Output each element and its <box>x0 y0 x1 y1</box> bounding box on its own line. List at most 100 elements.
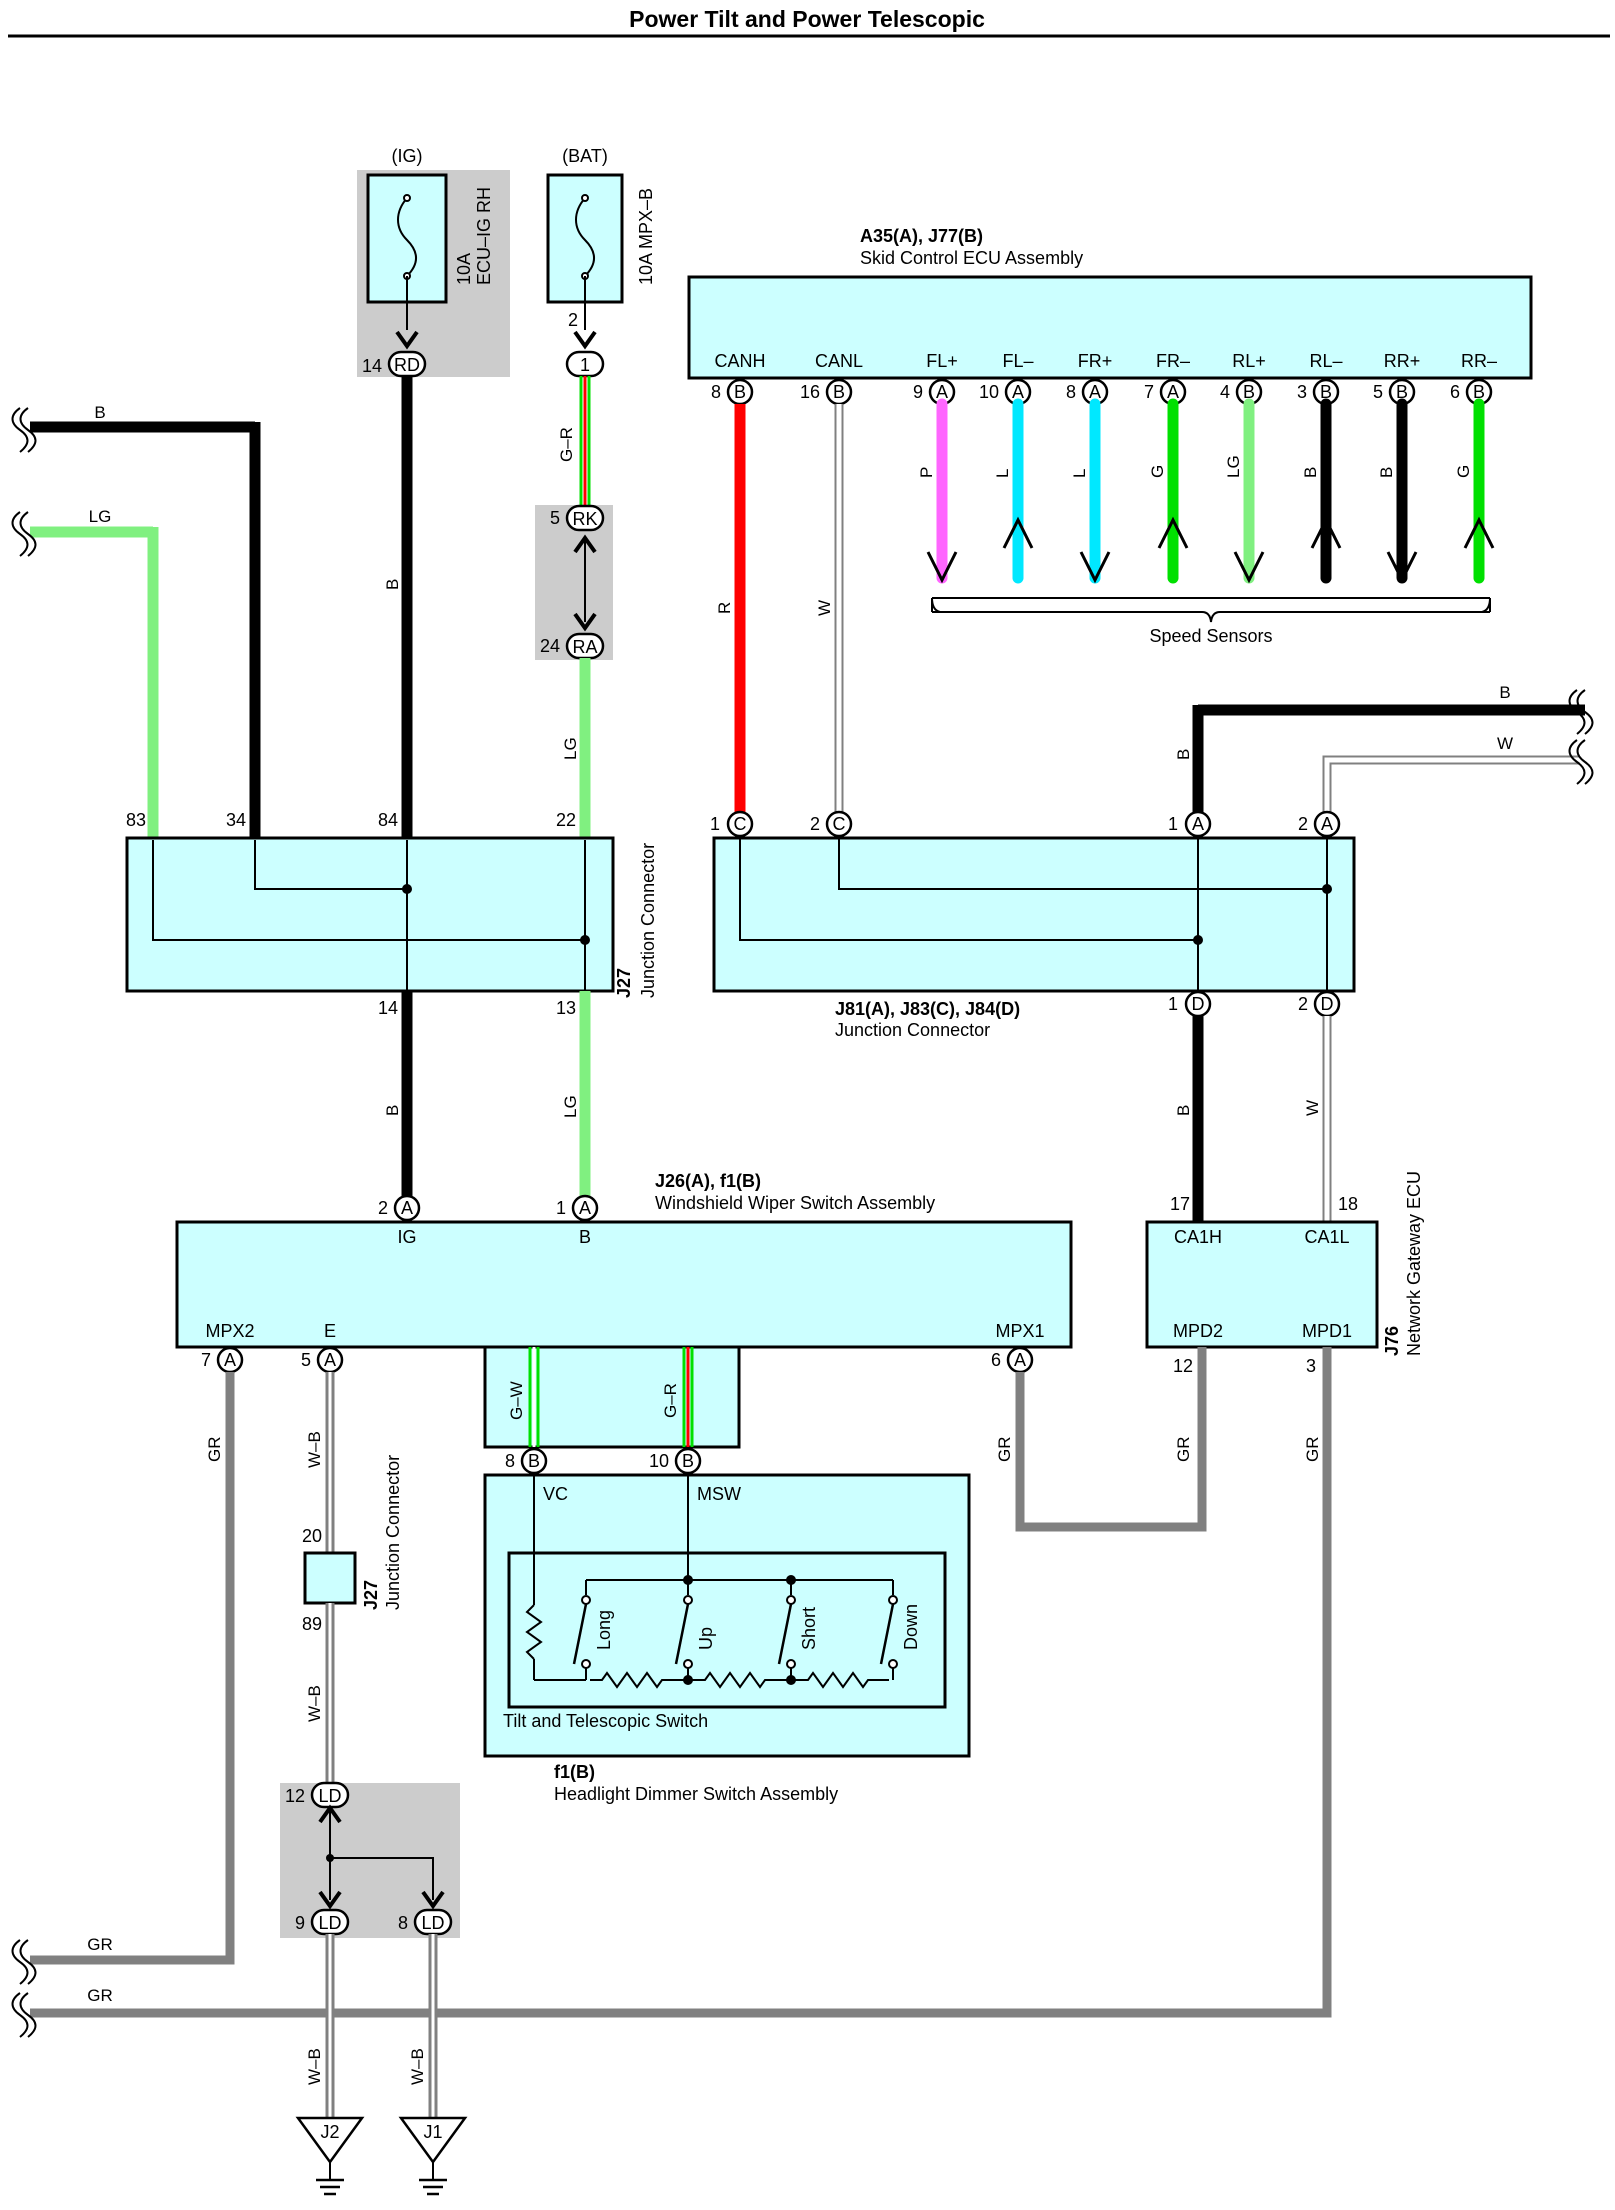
svg-text:D: D <box>1321 994 1334 1014</box>
wiper-name: Windshield Wiper Switch Assembly <box>655 1193 935 1213</box>
skid-terminal-5: FR– <box>1156 351 1190 371</box>
fuse-bat-name: 10A MPX–B <box>636 188 656 285</box>
skid-terminal-4: FR+ <box>1078 351 1113 371</box>
svg-text:W–B: W–B <box>305 1431 324 1468</box>
svg-text:3: 3 <box>1306 1356 1316 1376</box>
speed-arrow-9 <box>1463 516 1495 549</box>
svg-text:12: 12 <box>1173 1356 1193 1376</box>
fuse-ig-name: ECU–IG RH <box>474 187 494 285</box>
skid-terminal-7: RL– <box>1309 351 1342 371</box>
switch-position-3: Down <box>901 1604 921 1650</box>
skid-terminal-3: FL– <box>1002 351 1033 371</box>
wire-j27-lg-label: LG <box>561 1095 580 1118</box>
wire-lg-in-label: LG <box>89 507 112 526</box>
j81-a1 <box>1184 810 1212 838</box>
j27-name: Junction Connector <box>638 843 658 998</box>
j27-code: J27 <box>614 968 634 998</box>
skid-connector-label-8: B <box>1396 382 1408 402</box>
svg-text:GR: GR <box>87 1986 113 2005</box>
skid-control-ecu <box>687 275 1533 380</box>
skid-terminal-2: FL+ <box>926 351 958 371</box>
j27-junction-connector <box>125 836 615 993</box>
wire-gr-mpx2 <box>30 1372 235 1965</box>
svg-text:C: C <box>734 814 747 834</box>
svg-text:1: 1 <box>556 1198 566 1218</box>
svg-text:6: 6 <box>991 1350 1001 1370</box>
wire-gr-mpx1 <box>1015 1347 1207 1532</box>
pin-ra: 24 <box>540 636 560 656</box>
svg-text:2: 2 <box>1298 814 1308 834</box>
skid-pin-3: 10 <box>979 382 999 402</box>
switch-position-0: Long <box>594 1610 614 1650</box>
svg-text:10: 10 <box>649 1451 669 1471</box>
skid-connector-label-3: A <box>1012 382 1024 402</box>
j27-junction-connector-small <box>303 1551 357 1605</box>
svg-text:9: 9 <box>295 1913 305 1933</box>
svg-text:8: 8 <box>398 1913 408 1933</box>
svg-text:A: A <box>579 1198 591 1218</box>
fuse-symbol-ig <box>397 197 417 277</box>
svg-text:IG: IG <box>397 1227 416 1247</box>
svg-text:LD: LD <box>318 1786 341 1806</box>
svg-text:A: A <box>224 1350 236 1370</box>
svg-text:B: B <box>528 1451 540 1471</box>
svg-text:VC: VC <box>543 1484 568 1504</box>
svg-text:J76: J76 <box>1382 1326 1402 1356</box>
connector-rd-label: RD <box>394 355 420 375</box>
tilt-telescopic-switch <box>507 1551 947 1709</box>
skid-pin-4: 8 <box>1066 382 1076 402</box>
j81-c1 <box>726 810 754 838</box>
ground-j1: J1 <box>398 2116 468 2196</box>
speed-arrow-8 <box>1386 551 1418 584</box>
wire-w-right <box>1324 757 1580 812</box>
speed-wire-label-7: B <box>1301 467 1320 478</box>
skid-pin-5: 7 <box>1144 382 1154 402</box>
skid-pin-2: 9 <box>913 382 923 402</box>
j27-pin-22: 22 <box>556 810 576 830</box>
connector-rk-label: RK <box>572 509 597 529</box>
svg-text:Junction Connector: Junction Connector <box>383 1455 403 1610</box>
skid-terminal-0: CANH <box>714 351 765 371</box>
skid-connector-label-9: B <box>1473 382 1485 402</box>
connector-ra-label: RA <box>572 637 597 657</box>
svg-text:12: 12 <box>285 1786 305 1806</box>
svg-text:J27: J27 <box>361 1580 381 1610</box>
svg-text:J2: J2 <box>320 2122 339 2142</box>
speed-arrow-6 <box>1233 551 1265 584</box>
j81-name: Junction Connector <box>835 1020 990 1040</box>
speed-wire-label-3: L <box>993 469 1012 478</box>
svg-text:MPX2: MPX2 <box>205 1321 254 1341</box>
skid-connector-label-5: A <box>1167 382 1179 402</box>
svg-text:MPD2: MPD2 <box>1173 1321 1223 1341</box>
wire-g-r-top-label: G–R <box>557 427 576 462</box>
svg-text:B: B <box>1174 1105 1193 1116</box>
svg-text:1: 1 <box>1168 814 1178 834</box>
svg-text:C: C <box>833 814 846 834</box>
skid-terminal-8: RR+ <box>1384 351 1421 371</box>
svg-text:f1(B): f1(B) <box>554 1762 595 1782</box>
speed-sensors-label: Speed Sensors <box>1149 626 1272 646</box>
svg-text:CA1L: CA1L <box>1304 1227 1349 1247</box>
wiper-pin-a2 <box>393 1194 421 1222</box>
svg-text:2: 2 <box>810 814 820 834</box>
wire-j27-b-label: B <box>383 1105 402 1116</box>
skid-connector-label-7: B <box>1320 382 1332 402</box>
ground-j2: J2 <box>295 2116 365 2196</box>
svg-text:MPX1: MPX1 <box>995 1321 1044 1341</box>
wiper-subbox <box>483 1345 741 1449</box>
switch-contact-0 <box>572 1603 588 1665</box>
wire-rd-b-label: B <box>383 579 402 590</box>
speed-wire-label-9: G <box>1454 465 1473 478</box>
svg-text:7: 7 <box>201 1350 211 1370</box>
wiper-code: J26(A), f1(B) <box>655 1171 761 1191</box>
svg-text:G–R: G–R <box>661 1383 680 1418</box>
windshield-wiper-switch-assembly <box>175 1220 1073 1349</box>
skid-pin-1: 16 <box>800 382 820 402</box>
svg-text:J1: J1 <box>423 2122 442 2142</box>
j27-pin-83: 83 <box>126 810 146 830</box>
svg-text:A: A <box>1014 1350 1026 1370</box>
svg-text:D: D <box>1192 994 1205 1014</box>
skid-ecu-name: Skid Control ECU Assembly <box>860 248 1083 268</box>
j81-a2 <box>1313 810 1341 838</box>
